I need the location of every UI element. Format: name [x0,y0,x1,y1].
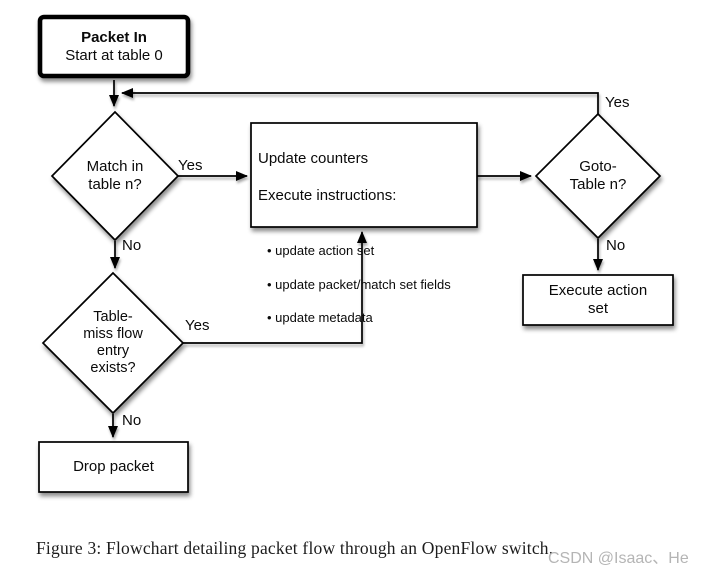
packet-in-title: Packet In [81,28,147,46]
edge-label-goto-no: No [606,237,626,254]
execute-instructions-line: Execute instructions: [258,186,397,204]
node-execute-shape [522,274,674,326]
node-match-shape [50,110,180,242]
node-table-miss-label: Table- miss flow entry exists? [83,309,143,377]
node-packet-in-shape [37,14,191,79]
node-execute-action-label: Execute action set [548,282,648,317]
csdn-watermark: CSDN @Isaac、He [548,550,689,567]
node-goto-shape [534,112,662,240]
node-match-label: Match in table n? [86,158,144,193]
node-update-shape [250,122,478,228]
packet-in-subtitle: Start at table 0 [65,46,163,64]
node-drop-shape [38,441,189,493]
node-drop-packet-label: Drop packet [73,458,154,476]
node-packet-in: Packet In Start at table 0 [38,17,190,76]
node-tablemiss-shape [41,271,185,415]
edge-label-match-no: No [122,237,142,254]
connector-goto-yes-feedback [121,88,599,114]
update-counters-line: Update counters [258,150,369,167]
edge-label-tablemiss-no: No [122,412,142,429]
connector-tablemiss-yes-to-update [183,231,367,344]
edge-label-tablemiss-yes: Yes [185,317,210,334]
update-bullet-action-set: • update action set [267,243,375,259]
update-bullet-packet-match: • update packet/match set fields [267,276,451,292]
edge-label-match-yes: Yes [178,157,203,174]
node-update: Update counters Execute instructions: • … [258,132,472,361]
edge-label-goto-yes: Yes [605,94,630,111]
update-bullet-metadata: • update metadata [267,309,373,325]
node-goto-table-label: Goto- Table n? [569,158,627,193]
figure-caption: Figure 3: Flowchart detailing packet flo… [36,538,554,558]
